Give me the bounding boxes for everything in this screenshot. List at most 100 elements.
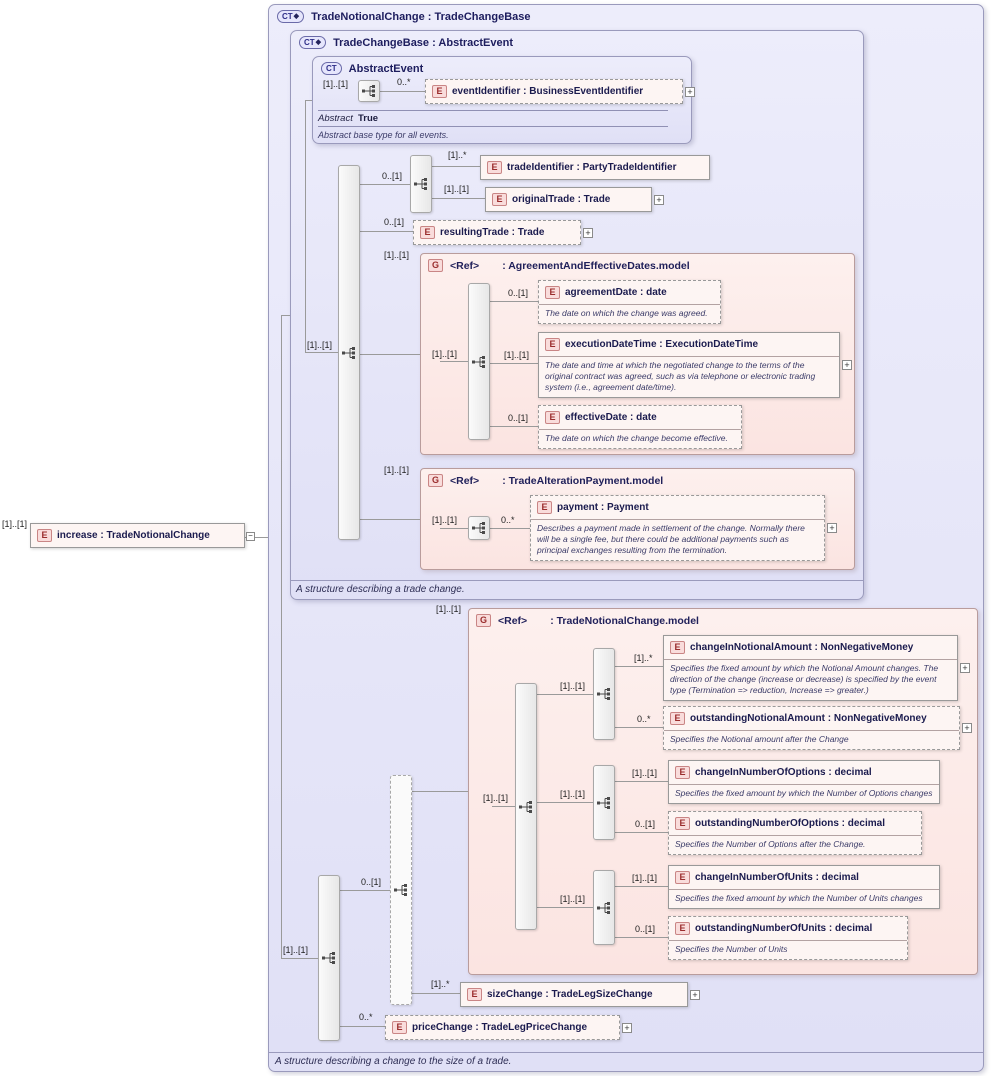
sequence-bar[interactable] [358,80,380,102]
element-icon: E [492,193,507,206]
collapse-icon[interactable]: − [246,532,255,541]
sequence-bar[interactable] [593,648,615,740]
element-header: E executionDateTime : ExecutionDateTime [539,333,839,356]
cardinality-label: 0..[1] [361,877,382,887]
element-resulting-trade[interactable]: E resultingTrade : Trade + [413,220,593,245]
element-original-trade[interactable]: E originalTrade : Trade + [485,187,664,212]
group-header[interactable]: G <Ref> : TradeAlterationPayment.model [421,469,854,492]
element-icon: E [420,226,435,239]
connector-line [380,91,425,92]
optional-sequence-bar[interactable] [390,775,412,1005]
connector-line [360,354,420,355]
cardinality-label: [1]..[1] [560,681,586,691]
element-change-in-number-of-options[interactable]: E changeInNumberOfOptions : decimal Spec… [668,760,940,805]
connector-line [615,832,668,833]
sequence-icon [597,796,610,809]
element-event-identifier[interactable]: E eventIdentifier : BusinessEventIdentif… [425,79,695,104]
sequence-bar[interactable] [318,875,340,1041]
element-label: eventIdentifier : BusinessEventIdentifie… [452,86,644,97]
connector-line [412,993,460,994]
element-trade-identifier[interactable]: E tradeIdentifier : PartyTradeIdentifier [480,155,710,180]
cardinality-label: [1]..[1] [483,793,509,803]
complex-type-header[interactable]: CT AbstractEvent [313,57,691,80]
sequence-icon [322,952,335,964]
element-header: E tradeIdentifier : PartyTradeIdentifier [481,156,709,179]
element-label: tradeIdentifier : PartyTradeIdentifier [507,162,677,173]
complex-type-icon: CT [321,62,342,75]
expand-icon[interactable]: + [583,227,593,238]
sequence-bar[interactable] [468,283,490,440]
sequence-icon [342,346,355,359]
element-label: sizeChange : TradeLegSizeChange [487,989,653,1000]
cardinality-label: [1]..[1] [560,789,586,799]
group-ref-label: <Ref> [498,614,528,627]
group-header[interactable]: G <Ref> : TradeNotionalChange.model [469,609,977,632]
sequence-bar[interactable] [338,165,360,540]
cardinality-label: 0..* [637,714,651,724]
connector-line [490,528,530,529]
sequence-icon [414,178,427,190]
element-header: E resultingTrade : Trade [414,221,580,244]
element-icon: E [675,766,690,779]
sequence-bar[interactable] [515,683,537,930]
connector-line [615,886,668,887]
connector-line [432,166,480,167]
element-icon: E [670,641,685,654]
group-type-label: : TradeAlterationPayment.model [502,474,664,487]
expand-icon[interactable]: + [842,360,852,371]
group-header[interactable]: G <Ref> : AgreementAndEffectiveDates.mod… [421,254,854,277]
element-label: resultingTrade : Trade [440,227,545,238]
connector-line [281,958,318,959]
sequence-icon [519,800,532,813]
element-change-in-notional-amount[interactable]: E changeInNotionalAmount : NonNegativeMo… [663,635,970,702]
element-price-change[interactable]: E priceChange : TradeLegPriceChange + [385,1015,632,1040]
footer-divider [291,580,863,581]
element-icon: E [37,529,52,542]
element-outstanding-notional-amount[interactable]: E outstandingNotionalAmount : NonNegativ… [663,706,972,751]
sequence-bar[interactable] [410,155,432,213]
element-outstanding-number-of-options[interactable]: E outstandingNumberOfOptions : decimal S… [668,811,922,856]
cardinality-label: [1]..[1] [307,340,333,350]
expand-icon[interactable]: + [690,989,700,1000]
element-agreement-date[interactable]: E agreementDate : date The date on which… [538,280,721,325]
element-increase[interactable]: E increase : TradeNotionalChange [30,523,245,548]
element-icon: E [432,85,447,98]
connector-line [490,363,538,364]
expand-icon[interactable]: + [962,723,972,734]
element-change-in-number-of-units[interactable]: E changeInNumberOfUnits : decimal Specif… [668,865,940,910]
element-annotation: Specifies the fixed amount by which the … [664,659,957,700]
cardinality-label: [1]..[1] [632,873,658,883]
element-outstanding-number-of-units[interactable]: E outstandingNumberOfUnits : decimal Spe… [668,916,908,961]
connector-line [537,907,593,908]
complex-type-header[interactable]: CT◆ TradeChangeBase : AbstractEvent [291,31,863,54]
complex-type-title: TradeChangeBase : AbstractEvent [333,36,513,49]
element-execution-date-time[interactable]: E executionDateTime : ExecutionDateTime … [538,332,852,399]
expand-icon[interactable]: + [685,86,695,97]
connector-line [340,1026,385,1027]
sequence-bar[interactable] [468,516,490,540]
expand-icon[interactable]: + [654,194,664,205]
element-header: E effectiveDate : date [539,406,741,429]
sequence-bar[interactable] [593,870,615,945]
expand-icon[interactable]: + [960,663,970,674]
sequence-bar[interactable] [593,765,615,840]
element-header: E outstandingNumberOfOptions : decimal [669,812,921,835]
cardinality-label: [1]..[1] [436,604,462,614]
expand-icon[interactable]: + [827,523,837,534]
complex-type-header[interactable]: CT◆ TradeNotionalChange : TradeChangeBas… [269,5,983,28]
cardinality-label: [1]..[1] [384,465,410,475]
element-size-change[interactable]: E sizeChange : TradeLegSizeChange + [460,982,700,1007]
sequence-icon [472,522,485,534]
element-payment[interactable]: E payment : Payment Describes a payment … [530,495,837,562]
element-header: E payment : Payment [531,496,824,519]
connector-line [440,528,468,529]
sequence-icon [597,901,610,914]
cardinality-label: [1]..[1] [632,768,658,778]
connector-line [281,315,290,316]
expand-icon[interactable]: + [622,1022,632,1033]
box-annotation: A structure describing a change to the s… [275,1056,512,1067]
element-annotation: Specifies the fixed amount by which the … [669,889,939,908]
connector-line [432,198,485,199]
element-effective-date[interactable]: E effectiveDate : date The date on which… [538,405,742,450]
complex-type-title: TradeNotionalChange : TradeChangeBase [311,10,531,23]
